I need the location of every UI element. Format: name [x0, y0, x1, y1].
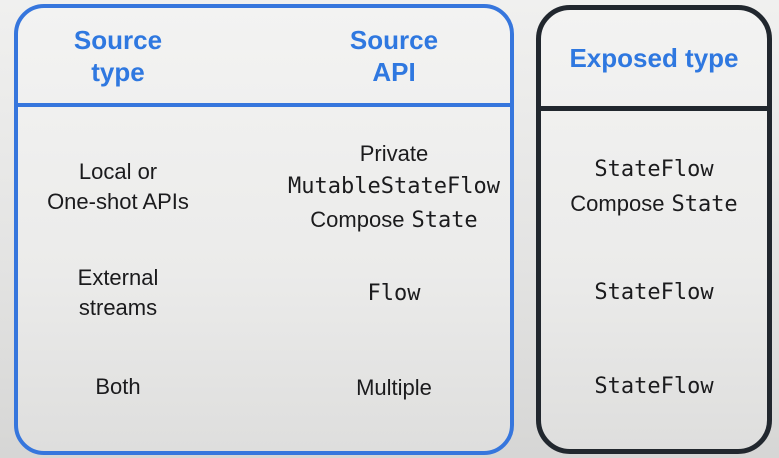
- source-type-cell: External streams: [18, 248, 218, 338]
- source-api-header: Source API: [278, 8, 510, 103]
- source-api-code: MutableStateFlow: [288, 174, 500, 199]
- source-type-text: Both: [95, 374, 141, 399]
- source-type-text: streams: [78, 295, 158, 320]
- source-api-code: State: [411, 208, 478, 233]
- table-row-both: Both Multiple: [18, 357, 510, 417]
- exposed-type-code: StateFlow: [594, 156, 714, 182]
- source-api-text: Compose: [310, 207, 405, 232]
- table-row-external: External streams Flow: [18, 248, 510, 338]
- left-table-header-divider: [18, 103, 510, 107]
- exposed-type-header: Exposed type: [541, 10, 767, 106]
- source-type-header-line1: Source: [73, 24, 163, 55]
- exposed-type-code: StateFlow: [594, 280, 714, 305]
- exposed-type-text: Compose: [570, 190, 665, 216]
- source-type-header: Source type: [18, 8, 218, 103]
- source-table-card: Source type Source API Local or One-shot…: [14, 4, 514, 455]
- right-table-header-divider: [541, 106, 767, 111]
- source-api-cell: Flow: [278, 248, 510, 338]
- source-type-header-line2: type: [91, 56, 145, 87]
- exposed-type-row: StateFlow: [541, 370, 767, 404]
- source-type-text: Local or: [78, 159, 158, 184]
- source-api-cell: Multiple: [278, 357, 510, 417]
- source-api-text: Private: [359, 141, 429, 166]
- exposed-type-code: StateFlow: [594, 374, 714, 399]
- source-api-header-line1: Source: [349, 24, 439, 55]
- exposed-type-row: StateFlow: [541, 276, 767, 310]
- source-type-cell: Local or One-shot APIs: [18, 103, 218, 271]
- source-type-text: One-shot APIs: [47, 189, 189, 214]
- table-row-local: Local or One-shot APIs Private MutableSt…: [18, 103, 510, 271]
- source-type-cell: Both: [18, 357, 218, 417]
- source-api-header-line2: API: [372, 56, 416, 87]
- source-api-text: Multiple: [356, 374, 432, 400]
- exposed-type-code: State: [671, 191, 738, 217]
- source-table-header-row: Source type Source API: [18, 8, 510, 103]
- source-type-text: External: [77, 265, 159, 290]
- source-api-code: Flow: [367, 280, 421, 306]
- exposed-type-header-text: Exposed type: [569, 42, 739, 73]
